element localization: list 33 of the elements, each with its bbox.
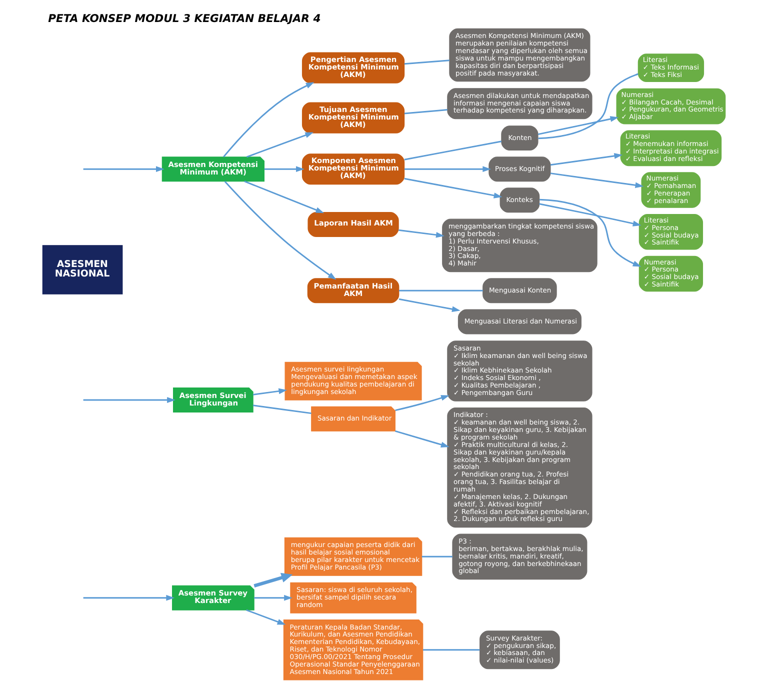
arrow bbox=[252, 388, 288, 396]
arrow bbox=[540, 198, 642, 267]
connector bbox=[399, 290, 483, 292]
arrow bbox=[398, 229, 444, 238]
arrow bbox=[395, 395, 450, 412]
arrow bbox=[223, 82, 314, 158]
arrow bbox=[550, 153, 623, 166]
arrow bbox=[550, 172, 644, 188]
arrow bbox=[224, 180, 336, 280]
arrow bbox=[83, 397, 176, 403]
arrow bbox=[404, 178, 502, 198]
arrow bbox=[539, 203, 642, 226]
diagram-title: PETA KONSEP MODUL 3 KEGIATAN BELAJAR 4 bbox=[48, 12, 321, 25]
arrow bbox=[83, 166, 164, 172]
arrow bbox=[244, 180, 324, 214]
arrow bbox=[83, 594, 175, 601]
connector bbox=[404, 109, 448, 114]
arrow bbox=[404, 166, 492, 172]
arrow bbox=[264, 166, 304, 172]
connector bbox=[252, 404, 312, 414]
connector bbox=[423, 649, 480, 651]
connector bbox=[404, 60, 450, 65]
connector bbox=[538, 73, 638, 140]
arrow bbox=[398, 298, 460, 312]
connector bbox=[404, 140, 502, 160]
arrow bbox=[538, 116, 619, 136]
arrow bbox=[246, 132, 314, 158]
arrow bbox=[254, 572, 293, 588]
arrow bbox=[394, 430, 450, 448]
arrow bbox=[246, 609, 286, 625]
node-box: ASESMEN NASIONAL bbox=[42, 245, 123, 294]
arrow bbox=[254, 594, 292, 601]
connector bbox=[422, 556, 452, 558]
